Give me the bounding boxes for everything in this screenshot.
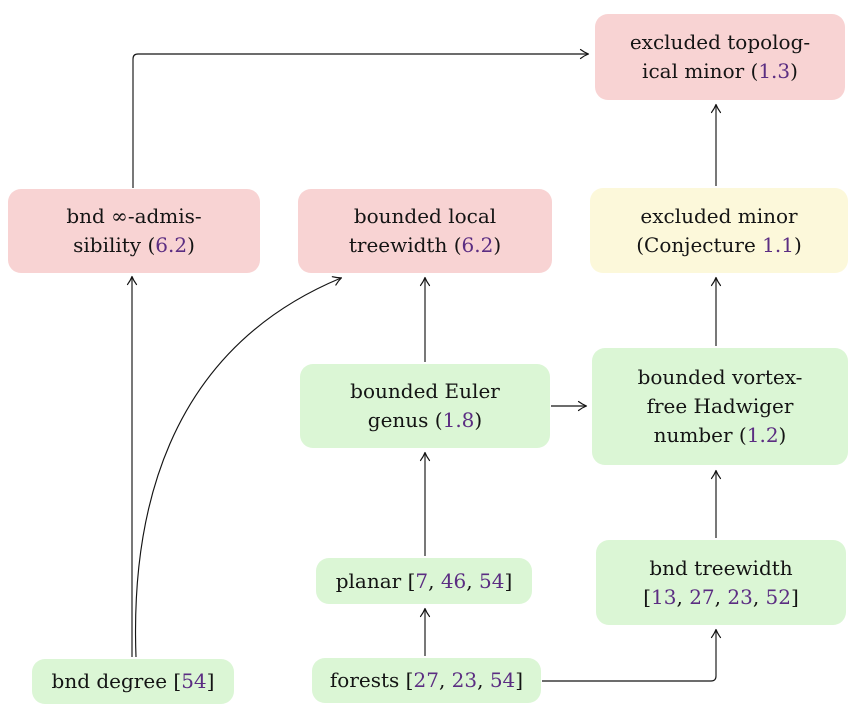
reference-link[interactable]: 54 xyxy=(479,568,505,593)
label-text: free Hadwiger xyxy=(646,394,794,419)
node-label-line: forests [27, 23, 54] xyxy=(330,666,523,695)
edge-forests--bnd-treewidth xyxy=(542,628,722,682)
node-label-line: bounded Euler xyxy=(350,377,500,406)
label-text: bnd ∞-admis- xyxy=(66,204,202,229)
label-text: ) xyxy=(790,59,798,83)
node-label-line: treewidth (6.2) xyxy=(349,231,501,260)
reference-link[interactable]: 52 xyxy=(765,584,791,609)
label-text: , xyxy=(466,568,479,593)
label-text: bnd treewidth xyxy=(649,555,793,580)
node-bnd-treewidth: bnd treewidth [13, 27, 23, 52] xyxy=(596,540,846,625)
label-text: , xyxy=(438,668,452,693)
reference-link[interactable]: 1.2 xyxy=(746,422,779,447)
reference-link[interactable]: 23 xyxy=(727,584,753,609)
label-text: , xyxy=(752,584,766,609)
reference-link[interactable]: 6.2 xyxy=(461,233,494,257)
label-text: ) xyxy=(187,233,195,257)
label-text: excluded minor xyxy=(640,203,798,228)
label-text: bounded local xyxy=(353,204,497,229)
label-text: [ xyxy=(643,584,652,609)
node-excluded-minor: excluded minor (Conjecture 1.1) xyxy=(590,188,848,273)
label-text: sibility ( xyxy=(73,233,156,257)
label-text: ) xyxy=(778,422,787,447)
node-excluded-topological-minor: excluded topolog-ical minor (1.3) xyxy=(595,14,845,100)
node-label-line: ical minor (1.3) xyxy=(642,57,798,86)
node-label-line: (Conjecture 1.1) xyxy=(636,231,802,260)
label-text: bounded vortex- xyxy=(637,365,803,390)
node-bnd-infinity-admissibility: bnd ∞-admis-sibility (6.2) xyxy=(8,189,260,273)
label-text: forests [ xyxy=(329,668,414,693)
reference-link[interactable]: 13 xyxy=(651,584,677,609)
reference-link[interactable]: 54 xyxy=(181,669,207,694)
reference-link[interactable]: 7 xyxy=(415,568,429,593)
label-text: ical minor ( xyxy=(642,59,759,83)
node-label-line: excluded topolog- xyxy=(630,28,810,57)
node-label-line: number (1.2) xyxy=(654,421,787,450)
label-text: ) xyxy=(493,233,502,257)
node-label-line: planar [7, 46, 54] xyxy=(336,567,513,596)
reference-link[interactable]: 54 xyxy=(489,668,516,693)
label-text: ] xyxy=(515,668,524,693)
node-label-line: genus (1.8) xyxy=(368,406,482,435)
label-text: ] xyxy=(790,584,799,609)
label-text: planar [ xyxy=(335,568,416,593)
label-text: bnd degree [ xyxy=(51,669,182,694)
node-planar: planar [7, 46, 54] xyxy=(316,558,532,604)
label-text: , xyxy=(714,584,728,609)
node-label-line: bnd ∞-admis- xyxy=(66,202,201,231)
reference-link[interactable]: 1.1 xyxy=(762,232,794,257)
edge-bnd-infinity-admissibility--excluded-topological-minor xyxy=(132,48,590,188)
reference-link[interactable]: 1.3 xyxy=(758,59,791,83)
label-text: treewidth ( xyxy=(348,233,462,257)
node-label-line: bnd degree [54] xyxy=(52,667,215,696)
label-text: ) xyxy=(474,408,483,432)
node-label-line: bounded vortex- xyxy=(638,363,803,392)
node-bnd-degree: bnd degree [54] xyxy=(32,659,234,704)
label-text: bounded Euler xyxy=(350,379,500,404)
label-text: , xyxy=(477,668,490,693)
label-text: (Conjecture xyxy=(636,232,763,257)
label-text: genus ( xyxy=(367,408,443,432)
reference-link[interactable]: 23 xyxy=(451,668,478,693)
label-text: number ( xyxy=(653,422,747,447)
label-text: ] xyxy=(504,568,513,593)
reference-link[interactable]: 27 xyxy=(413,668,439,693)
label-text: ] xyxy=(206,669,215,694)
reference-link[interactable]: 6.2 xyxy=(155,233,188,257)
node-label-line: bounded local xyxy=(354,202,496,231)
reference-link[interactable]: 27 xyxy=(689,584,715,609)
label-text: , xyxy=(428,568,441,593)
node-label-line: bnd treewidth xyxy=(649,554,792,583)
label-text: , xyxy=(676,584,690,609)
node-label-line: [13, 27, 23, 52] xyxy=(643,583,799,612)
reference-link[interactable]: 46 xyxy=(440,568,467,593)
node-forests: forests [27, 23, 54] xyxy=(312,658,541,703)
node-label-line: free Hadwiger xyxy=(647,392,794,421)
label-text: excluded topolog- xyxy=(629,30,811,55)
node-label-line: sibility (6.2) xyxy=(73,231,195,260)
node-label-line: excluded minor xyxy=(640,202,797,231)
edge-bnd-degree--bounded-local-treewidth xyxy=(134,276,343,658)
reference-link[interactable]: 1.8 xyxy=(442,408,475,432)
label-text: ) xyxy=(793,232,802,257)
